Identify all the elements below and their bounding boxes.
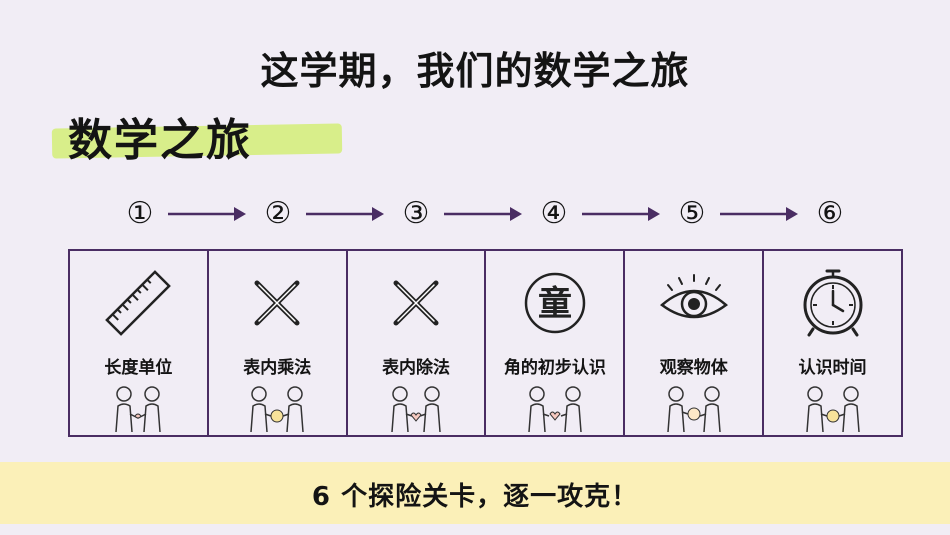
children-icon (115, 386, 162, 433)
children-icon (666, 386, 721, 433)
topic-card-observe: 观察物体 (625, 251, 765, 435)
step-sequence: ① ② ③ ④ ⑤ ⑥ (120, 196, 850, 236)
multiply-icon (254, 280, 300, 326)
step-number-6: ⑥ (816, 196, 844, 231)
banner-text: 6 个探险关卡，逐一攻克！ (311, 482, 639, 512)
topic-card-angle: 童 角的初步认识 (486, 251, 626, 435)
arrow-right-icon (444, 207, 522, 221)
arrow-right-icon (582, 207, 660, 221)
subtitle-block: 数学之旅 (51, 100, 352, 170)
badge-icon: 童 (524, 272, 586, 334)
children-icon (528, 386, 582, 433)
topic-label: 观察物体 (659, 358, 728, 378)
topic-card-time: 认识时间 (764, 251, 901, 435)
topic-card-length: 长度单位 (70, 251, 209, 435)
topic-label: 认识时间 (798, 358, 867, 378)
topic-label: 表内乘法 (243, 358, 312, 378)
ruler-icon (105, 270, 172, 336)
step-number-4: ④ (540, 196, 568, 231)
children-icon (805, 386, 860, 433)
eye-icon (659, 274, 728, 319)
children-icon (391, 386, 441, 433)
topic-card-multiplication: 表内乘法 (209, 251, 348, 435)
topic-label: 角的初步认识 (503, 358, 606, 378)
bottom-banner: 6 个探险关卡，逐一攻克！ (0, 462, 950, 524)
step-number-1: ① (126, 196, 154, 231)
topic-label: 长度单位 (104, 358, 173, 378)
arrow-right-icon (168, 207, 246, 221)
step-number-5: ⑤ (678, 196, 706, 231)
subtitle: 数学之旅 (68, 115, 252, 166)
arrow-right-icon (720, 207, 798, 221)
multiply-icon (393, 280, 439, 326)
topic-cards: 长度单位 表内乘法 (68, 249, 903, 437)
clock-icon (803, 269, 863, 337)
page-title: 这学期，我们的数学之旅 (260, 49, 690, 93)
arrow-right-icon (306, 207, 384, 221)
badge-glyph: 童 (538, 284, 572, 324)
children-icon (250, 386, 304, 433)
step-number-2: ② (264, 196, 292, 231)
topic-label: 表内除法 (382, 358, 451, 378)
topic-card-division: 表内除法 (348, 251, 487, 435)
step-number-3: ③ (402, 196, 430, 231)
